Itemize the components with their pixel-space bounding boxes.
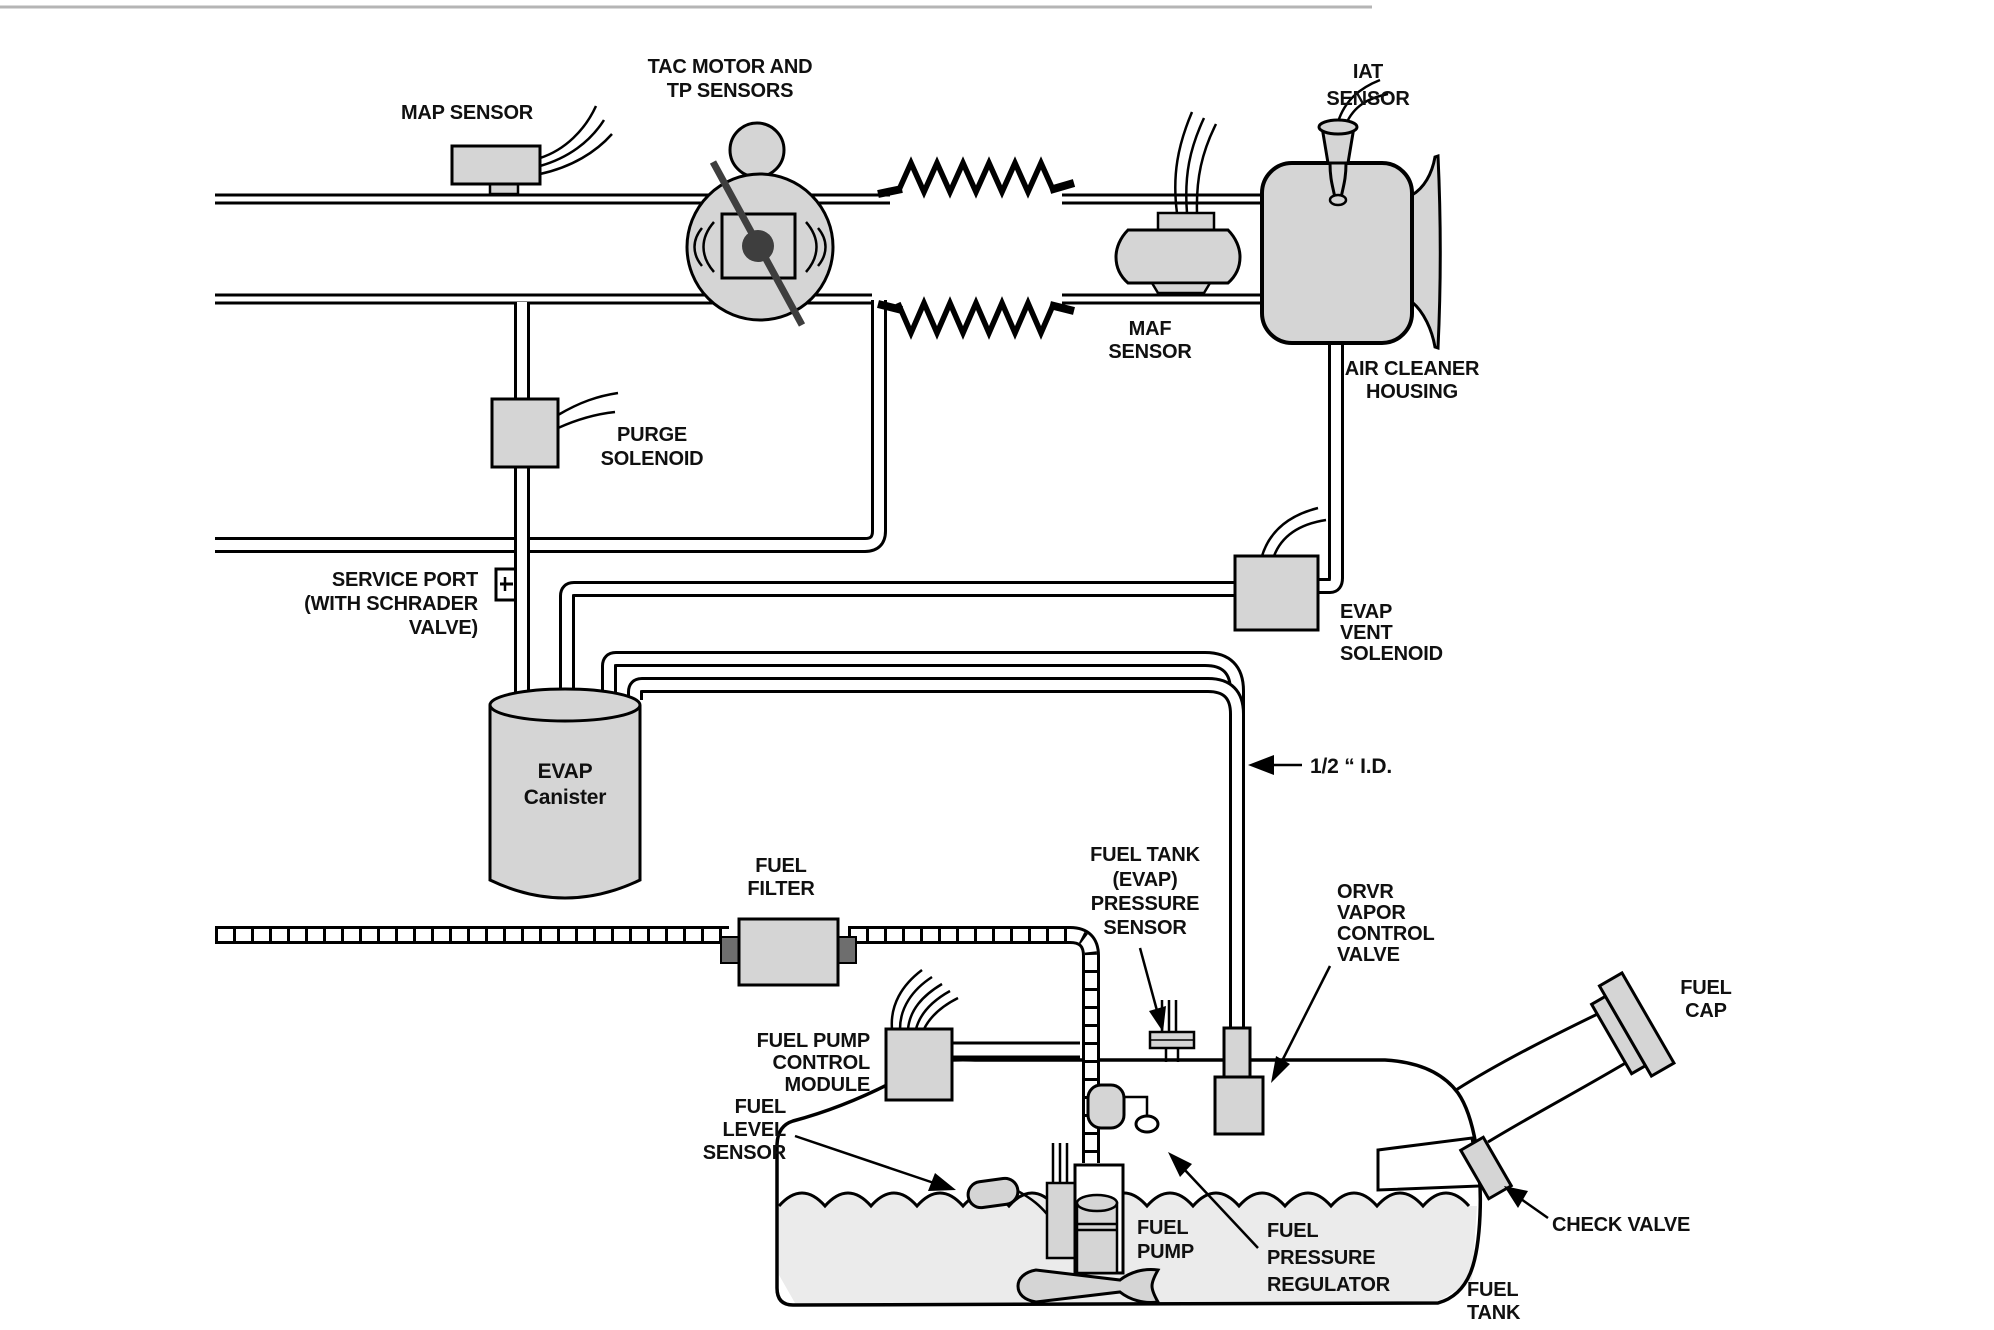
arrow-check-valve bbox=[1504, 1186, 1549, 1220]
label-fpcm-2: CONTROL bbox=[773, 1052, 870, 1074]
label-half-inch-id: 1/2 “ I.D. bbox=[1310, 755, 1392, 778]
annotation-arrows bbox=[794, 755, 1549, 1249]
orvr-vapor-control-valve bbox=[1213, 1026, 1265, 1136]
half-inch-vapor-line bbox=[601, 651, 1245, 1032]
purge-vapor-tube bbox=[215, 300, 887, 553]
label-maf-1: MAF bbox=[1129, 318, 1172, 340]
label-purge-1: PURGE bbox=[617, 424, 687, 446]
label-fuel-pump-2: PUMP bbox=[1137, 1241, 1194, 1263]
arrow-fuel-level-sensor bbox=[794, 1134, 956, 1191]
label-service-port-3: VALVE) bbox=[409, 617, 478, 639]
label-fuel-cap-2: CAP bbox=[1685, 1000, 1727, 1022]
evap-vent-solenoid bbox=[1233, 506, 1327, 632]
label-vent-solenoid-3: SOLENOID bbox=[1340, 643, 1443, 665]
inlet-funnel bbox=[1410, 153, 1442, 351]
label-fpr-2: PRESSURE bbox=[1267, 1247, 1375, 1269]
fuel-pump bbox=[1075, 1201, 1119, 1275]
evap-canister bbox=[488, 687, 642, 900]
label-service-port-1: SERVICE PORT bbox=[332, 569, 478, 591]
label-fls-1: FUEL bbox=[735, 1096, 786, 1118]
label-fpr-3: REGULATOR bbox=[1267, 1274, 1391, 1296]
fuel-cap bbox=[1589, 970, 1677, 1079]
fuel-pump-control-module bbox=[884, 969, 1080, 1102]
label-fpcm-3: MODULE bbox=[785, 1074, 870, 1096]
label-fuel-tank-2: TANK bbox=[1467, 1302, 1521, 1324]
labels: MAP SENSOR TAC MOTOR AND TP SENSORS IAT … bbox=[304, 56, 1732, 1324]
label-vent-solenoid-1: EVAP bbox=[1340, 601, 1392, 623]
purge-solenoid bbox=[490, 391, 619, 469]
label-ft-pressure-2: (EVAP) bbox=[1112, 869, 1177, 891]
label-purge-2: SOLENOID bbox=[601, 448, 704, 470]
iat-sensor bbox=[1317, 78, 1389, 207]
label-orvr-4: VALVE bbox=[1337, 944, 1400, 966]
fuel-tank bbox=[775, 970, 1677, 1307]
check-valve bbox=[1458, 1135, 1514, 1201]
label-ft-pressure-1: FUEL TANK bbox=[1090, 844, 1200, 866]
float-arm bbox=[1015, 1188, 1048, 1215]
vent-to-housing-pipe bbox=[1318, 345, 1344, 594]
fuel-pressure-regulator bbox=[1086, 1083, 1126, 1130]
label-canister-2: Canister bbox=[524, 786, 606, 809]
label-ft-pressure-3: PRESSURE bbox=[1091, 893, 1199, 915]
label-service-port-2: (WITH SCHRADER bbox=[304, 593, 479, 615]
sender-prongs bbox=[1051, 1143, 1069, 1183]
label-fuel-filter-2: FILTER bbox=[747, 878, 815, 900]
label-map-sensor: MAP SENSOR bbox=[401, 102, 534, 124]
label-fpr-1: FUEL bbox=[1267, 1220, 1318, 1242]
label-iat-2: SENSOR bbox=[1326, 88, 1410, 110]
label-orvr-2: VAPOR bbox=[1337, 902, 1406, 924]
map-sensor bbox=[450, 105, 613, 196]
arrow-half-inch-id bbox=[1248, 755, 1302, 775]
arrow-fuel-pressure-regulator bbox=[1168, 1152, 1259, 1249]
label-tac-motor-1: TAC MOTOR AND bbox=[648, 56, 813, 78]
filler-neck bbox=[1455, 1006, 1635, 1144]
arrow-orvr-valve bbox=[1271, 965, 1332, 1083]
label-canister-1: EVAP bbox=[538, 760, 593, 783]
filler-tube bbox=[1376, 1136, 1482, 1192]
label-tac-motor-2: TP SENSORS bbox=[667, 80, 794, 102]
fuel-pump-assembly bbox=[966, 1083, 1161, 1304]
fuel-supply-line bbox=[215, 926, 1100, 1163]
fuel-fill bbox=[779, 1193, 1477, 1303]
label-ft-pressure-4: SENSOR bbox=[1103, 917, 1187, 939]
label-fuel-cap-1: FUEL bbox=[1680, 977, 1731, 999]
label-maf-2: SENSOR bbox=[1108, 341, 1192, 363]
maf-sensor bbox=[1114, 111, 1242, 295]
venturi-jet-pump bbox=[1016, 1268, 1161, 1304]
plumbing bbox=[215, 193, 1344, 1163]
label-fuel-filter-1: FUEL bbox=[755, 855, 806, 877]
fuel-level-float bbox=[966, 1176, 1020, 1210]
label-fuel-pump-1: FUEL bbox=[1137, 1217, 1188, 1239]
service-port bbox=[494, 567, 514, 602]
air-cleaner-housing bbox=[1260, 153, 1442, 351]
fuel-filter bbox=[720, 917, 857, 987]
label-air-cleaner-2: HOUSING bbox=[1366, 381, 1458, 403]
fuel-level-sender bbox=[1045, 1181, 1079, 1260]
label-check-valve: CHECK VALVE bbox=[1552, 1214, 1690, 1236]
label-fls-3: SENSOR bbox=[703, 1142, 787, 1164]
label-air-cleaner-1: AIR CLEANER bbox=[1345, 358, 1480, 380]
arrow-tank-pressure-sensor bbox=[1138, 947, 1166, 1032]
regulator-return-port bbox=[1134, 1114, 1160, 1134]
label-iat-1: IAT bbox=[1353, 61, 1383, 83]
label-fls-2: LEVEL bbox=[723, 1119, 786, 1141]
label-fuel-tank-1: FUEL bbox=[1467, 1279, 1518, 1301]
throttle-body bbox=[685, 121, 835, 327]
label-fpcm-1: FUEL PUMP bbox=[757, 1030, 870, 1052]
label-orvr-3: CONTROL bbox=[1337, 923, 1434, 945]
canister-vent-tube bbox=[559, 581, 1235, 700]
intake-bellows bbox=[877, 156, 1076, 340]
label-orvr-1: ORVR bbox=[1337, 881, 1394, 903]
label-vent-solenoid-2: VENT bbox=[1340, 622, 1393, 644]
